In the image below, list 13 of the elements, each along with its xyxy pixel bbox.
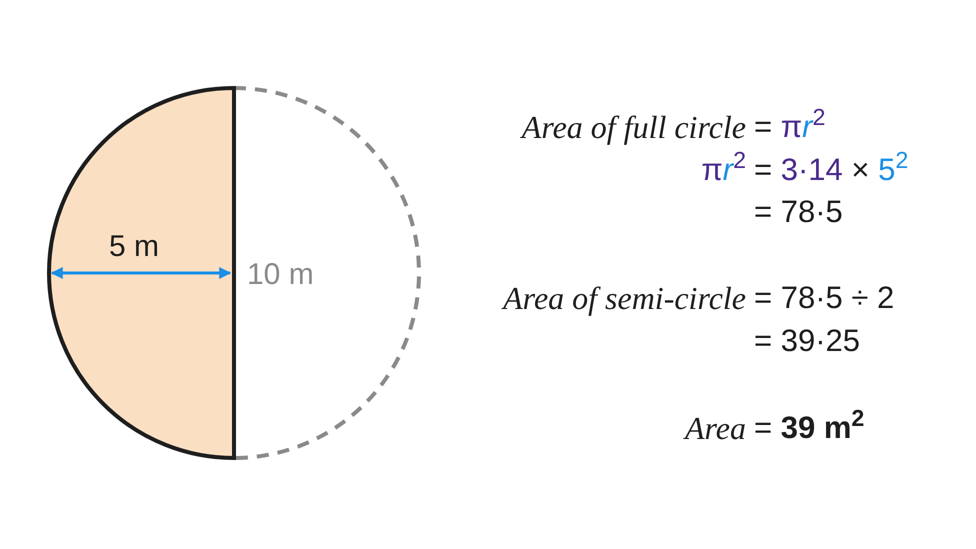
equation-text: Area of full circle (522, 108, 746, 147)
equation-text: = 78·5 (754, 193, 843, 231)
dimension-label: 5 m (109, 230, 160, 264)
equation-text: = 39 m$^{2}$ (754, 408, 864, 447)
equation-text: Area of semi-circle (503, 279, 746, 318)
equation-text: Area (684, 409, 746, 448)
equation-text: = πr$^{2}$ (754, 107, 826, 146)
semicircle (47, 86, 236, 460)
equation-text: πr$^{2}$ (701, 150, 746, 189)
dimension-label: 10 m (247, 258, 314, 292)
equation-text: = 3·14 × 5$^{2}$ (754, 150, 908, 189)
equation-text: = 39·25 (754, 322, 860, 360)
equation-text: = 78·5 ÷ 2 (754, 279, 894, 317)
